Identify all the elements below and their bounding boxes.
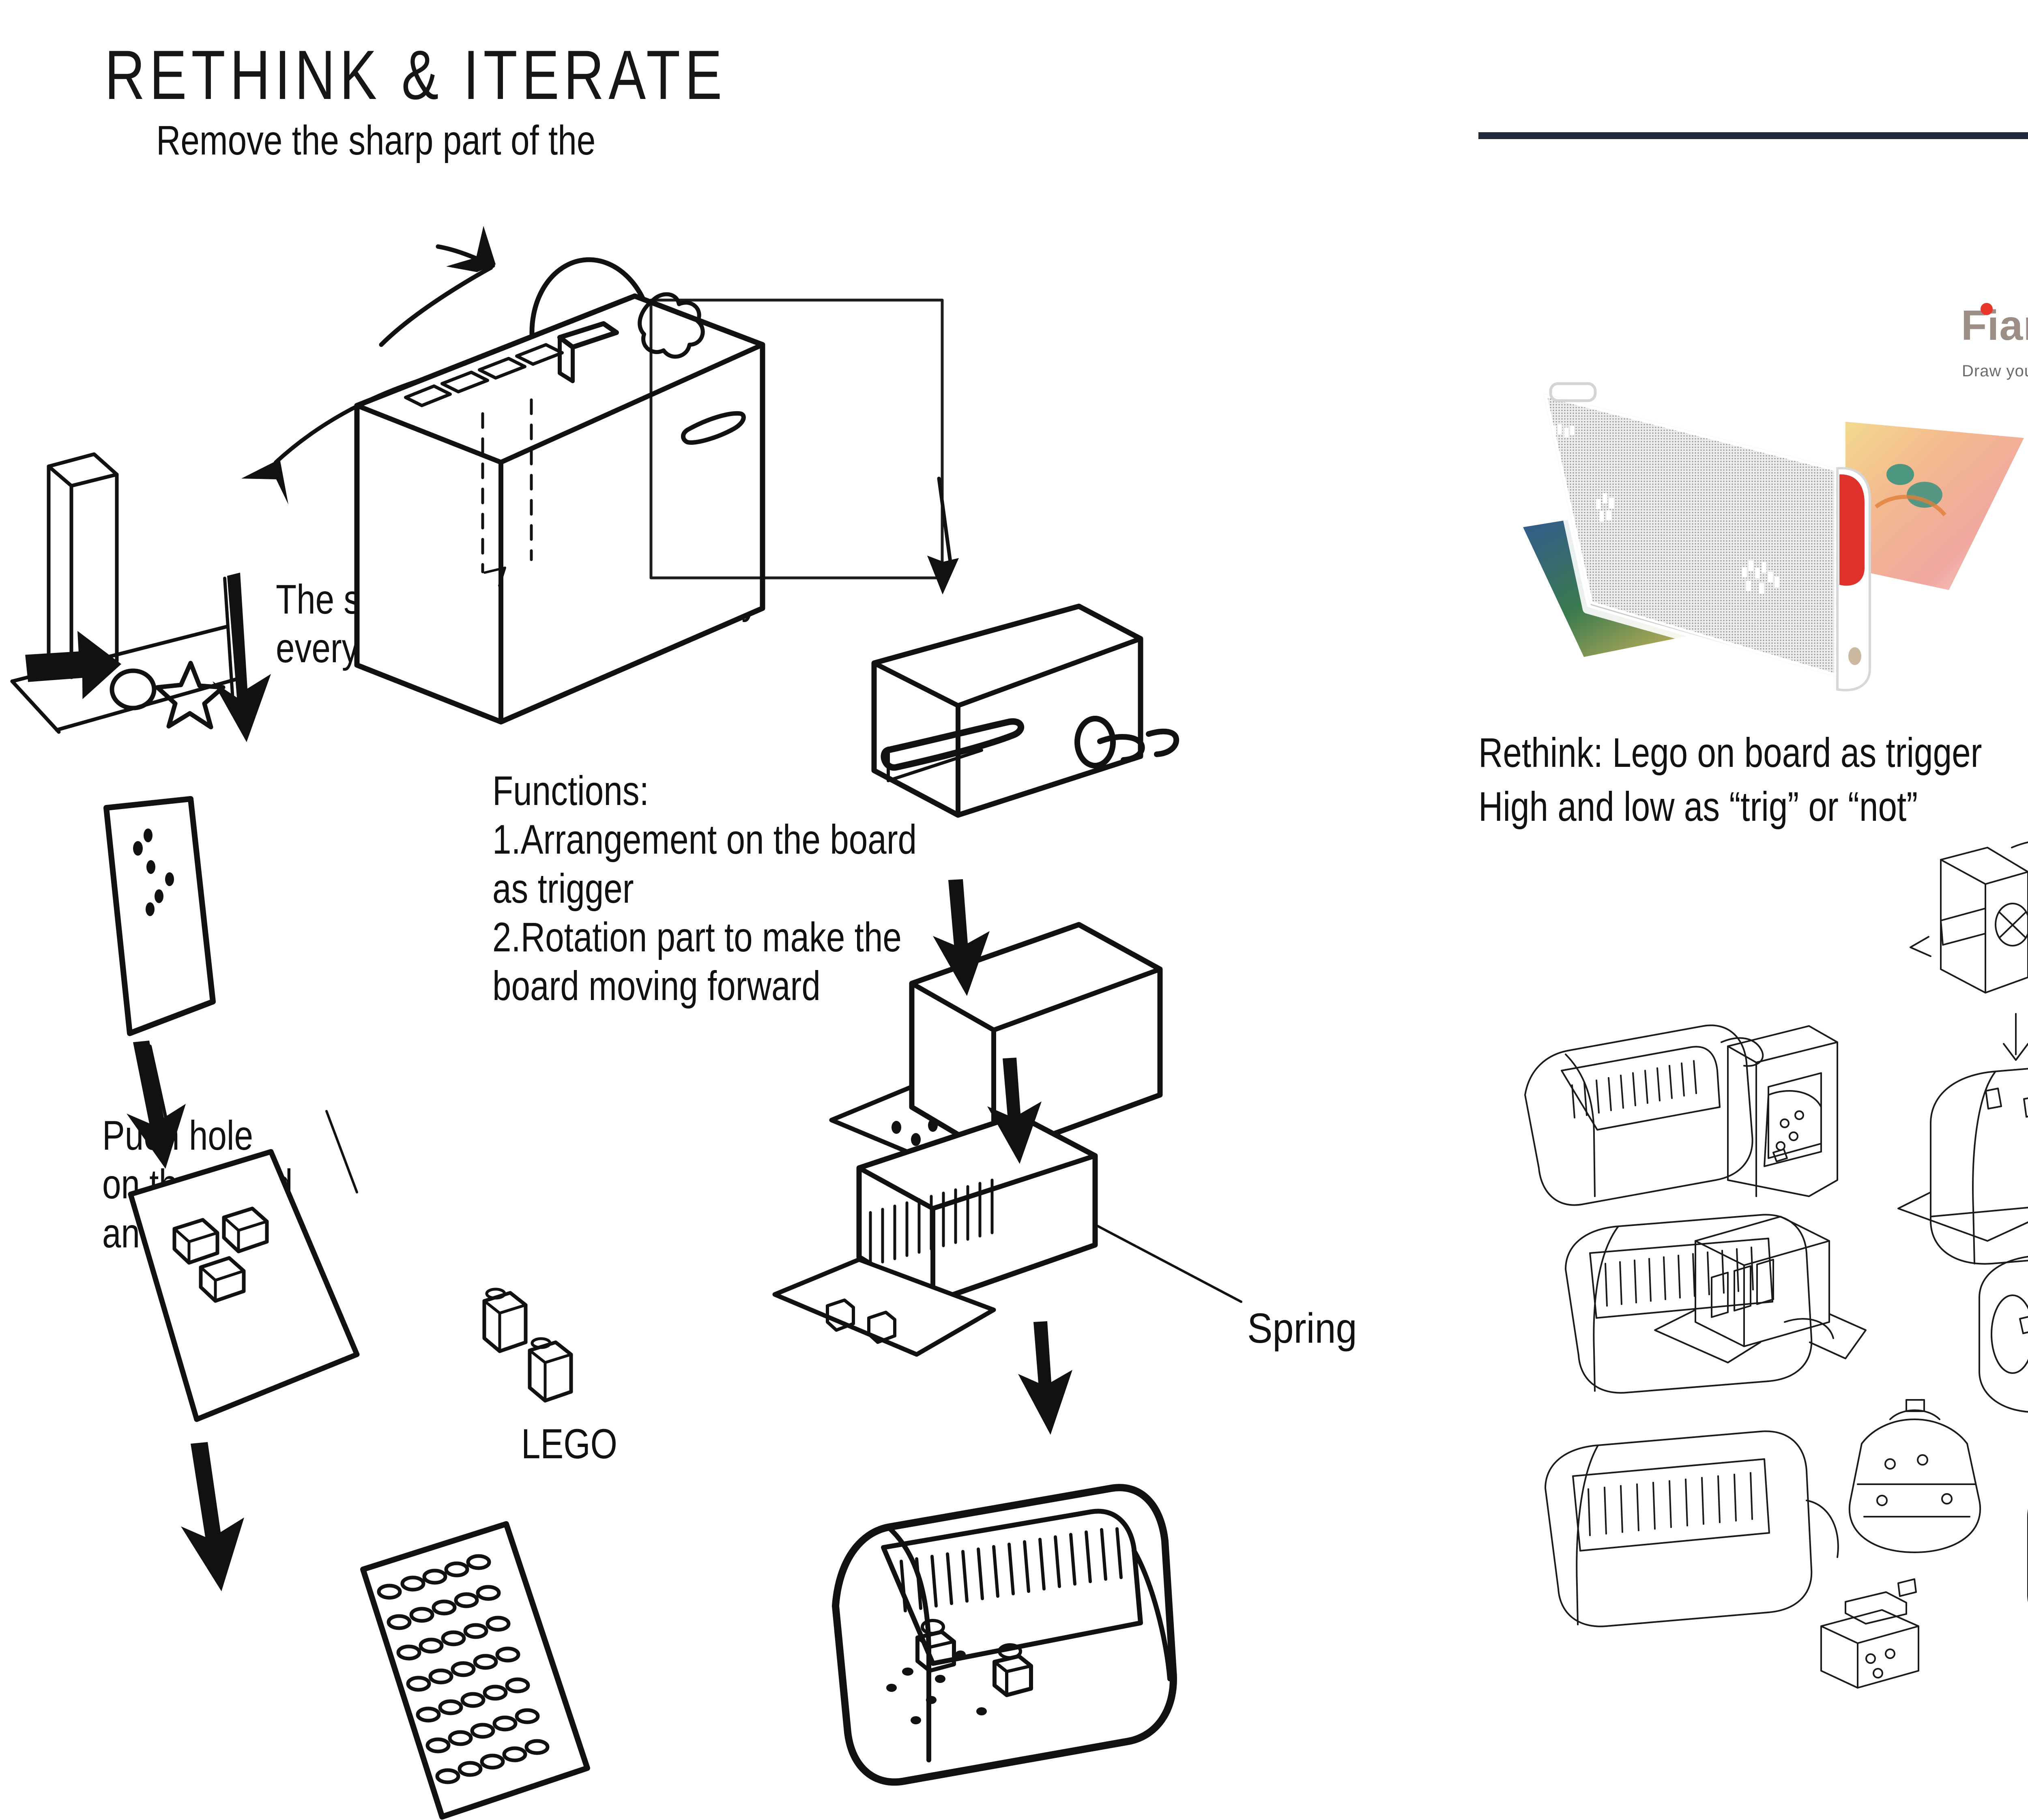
fiano-product-photo: Fiano Draw your melody	[1478, 247, 2028, 693]
comb-spring-box-sketch	[772, 1112, 1242, 1357]
arrow-down-1	[213, 573, 271, 742]
board-with-lego-bricks-sketch	[128, 1149, 360, 1422]
final-wedge-device-sketch	[832, 1484, 1177, 1786]
arrow-down-4	[933, 879, 990, 996]
arrow-down-2	[127, 1041, 186, 1169]
sketch-thumb-9	[1565, 1214, 1834, 1394]
annotation-line: board moving forward	[492, 963, 821, 1009]
annotation-remove-sharp: Remove the sharp part of the	[156, 117, 596, 163]
annotation-line: 1.Arrangement on the board	[492, 816, 917, 863]
arrow-down-5	[987, 1058, 1042, 1164]
sketch-thumb-6	[1897, 1068, 2028, 1265]
arrow-down-6	[1018, 1321, 1072, 1435]
ideation-sketch-grid	[1524, 841, 2028, 1689]
section-divider-rule	[1478, 132, 2028, 139]
cardboard-box-sketch	[354, 292, 944, 725]
sketch-thumb-16	[1848, 1399, 1981, 1553]
dotted-paper-sketch	[103, 796, 216, 1036]
page-title: RETHINK & ITERATE	[105, 36, 727, 114]
sketch-thumb-17	[1820, 1578, 1919, 1689]
label-lego: LEGO	[521, 1421, 617, 1468]
annotation-line: Functions:	[492, 768, 649, 814]
sketch-thumb-15	[1654, 1216, 1867, 1363]
annotation-line: High and low as “trig” or “not”	[1478, 783, 1918, 830]
sketch-thumb-5	[1727, 1025, 1838, 1197]
sketch-thumb-1	[1910, 841, 2028, 994]
fiano-tagline: Draw your melody	[1962, 362, 2028, 380]
annotation-line: 2.Rotation part to make the	[492, 914, 902, 961]
sketch-thumb-4	[1524, 1024, 1764, 1206]
leader-line-puch	[325, 1110, 358, 1193]
two-lego-bricks-sketch	[482, 1288, 573, 1403]
arrow-down-right	[927, 476, 959, 595]
sketch-thumb-10	[1979, 1256, 2028, 1413]
circle-star-shapes-sketch	[10, 625, 245, 734]
label-spring: Spring	[1247, 1305, 1357, 1352]
sketch-thumb-14	[1545, 1430, 1839, 1627]
left-sketch-canvas	[10, 226, 1242, 1820]
arrow-up-left	[379, 226, 496, 347]
lego-baseplate-sketch	[360, 1521, 590, 1820]
sketch-arrow-down-small	[2003, 1013, 2028, 1061]
crank-roller-box-sketch	[871, 603, 1179, 818]
fiano-wordmark: Fiano	[1961, 302, 2028, 349]
annotation-line: Rethink: Lego on board as trigger	[1478, 730, 1982, 776]
annotation-line: as trigger	[492, 865, 634, 912]
arrow-down-3	[181, 1442, 244, 1591]
fiano-logo: Fiano Draw your melody	[1961, 302, 2028, 380]
fiano-dot-icon	[1981, 303, 1993, 315]
